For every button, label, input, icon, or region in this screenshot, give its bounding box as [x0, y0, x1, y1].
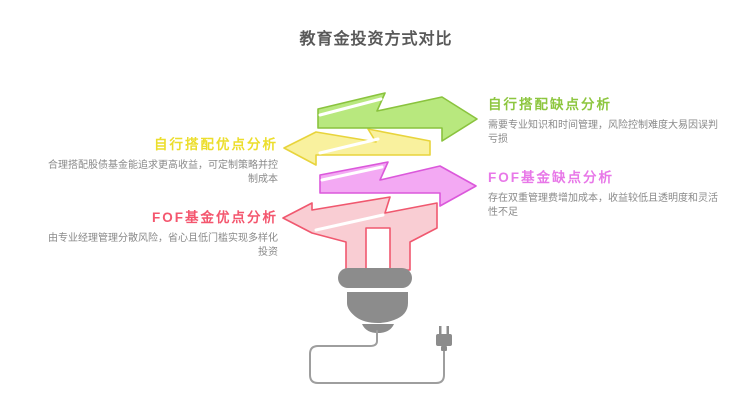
section-fof-pros: FOF基金优点分析 由专业经理管理分散风险，省心且低门槛实现多样化投资: [42, 210, 278, 260]
arrow-fof-cons-shape: [319, 161, 477, 207]
arrow-fold-slash: [320, 165, 384, 182]
arrow-fold-slash: [314, 213, 385, 232]
arrow-fold-slash: [318, 137, 380, 155]
arrow-fof-cons: [319, 161, 477, 207]
plug-icon: [436, 326, 452, 351]
arrow-fof-pros: [282, 196, 438, 271]
plug-prong: [446, 326, 449, 335]
section-body: 需要专业知识和时间管理，风险控制难度大易因误判亏损: [488, 120, 718, 145]
section-body: 由专业经理管理分散风险，省心且低门槛实现多样化投资: [48, 233, 278, 258]
arrow-fold-slash: [318, 97, 383, 117]
section-heading: FOF基金缺点分析: [488, 170, 614, 185]
arrow-diy-pros-shape: [283, 128, 431, 166]
arrow-diy-cons-shape: [317, 92, 478, 142]
section-body: 存在双重管理费增加成本，收益较低且透明度和灵活性不足: [488, 193, 718, 218]
bulb-base-nub: [362, 324, 394, 333]
bulb-body: [347, 292, 408, 323]
section-diy-cons: 自行搭配缺点分析 需要专业知识和时间管理，风险控制难度大易因误判亏损: [488, 97, 724, 147]
section-heading: 自行搭配缺点分析: [488, 97, 612, 112]
section-body: 合理搭配股债基金能追求更高收益，可定制策略并控制成本: [48, 160, 278, 185]
section-fof-cons: FOF基金缺点分析 存在双重管理费增加成本，收益较低且透明度和灵活性不足: [488, 170, 724, 220]
arrow-fof-pros-shape: [282, 196, 438, 271]
plug-neck: [441, 346, 447, 351]
plug-body: [436, 334, 452, 346]
plug-prong: [439, 326, 442, 335]
arrow-diy-cons: [317, 92, 478, 142]
arrow-diy-pros: [283, 128, 431, 166]
page-title: 教育金投资方式对比: [299, 31, 453, 48]
power-cord: [309, 330, 445, 384]
light-bulb-icon: [338, 268, 412, 333]
section-heading: FOF基金优点分析: [152, 210, 278, 225]
bulb-cap: [338, 268, 412, 288]
section-heading: 自行搭配优点分析: [154, 137, 278, 152]
section-diy-pros: 自行搭配优点分析 合理搭配股债基金能追求更高收益，可定制策略并控制成本: [42, 137, 278, 187]
